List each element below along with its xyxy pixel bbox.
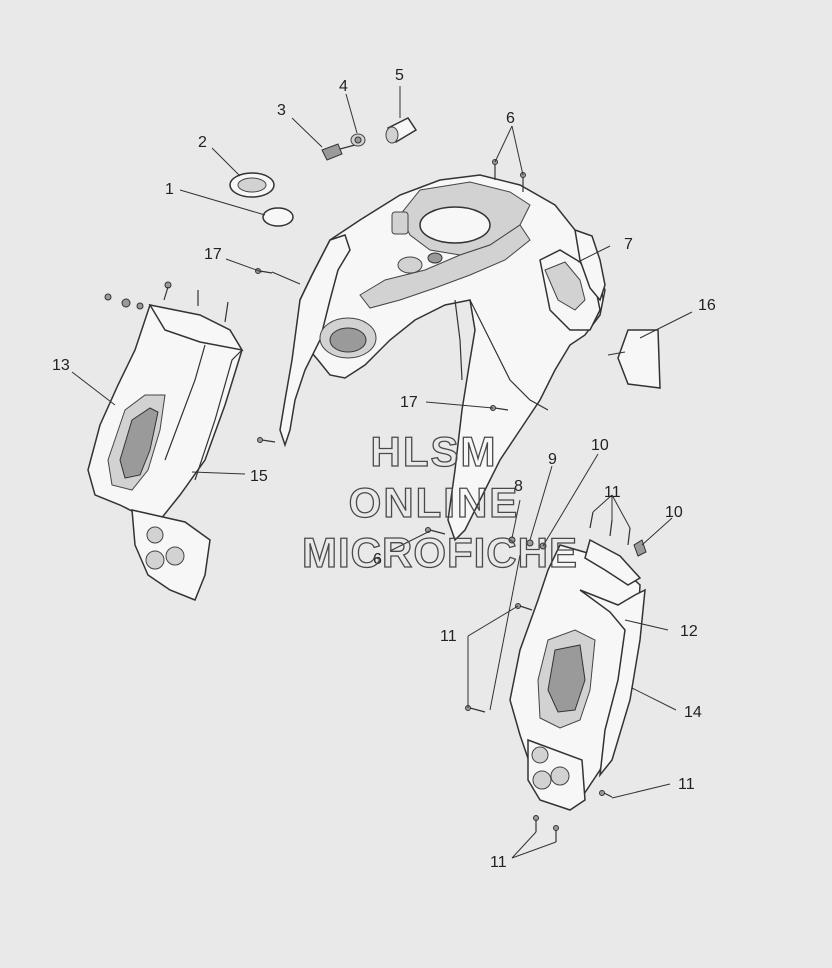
callout-11-left: 11	[440, 628, 457, 645]
screw-top-left	[492, 159, 498, 180]
nut	[350, 133, 366, 147]
callout-7: 7	[624, 236, 633, 253]
watermark-line1: HLSM	[371, 428, 498, 475]
callout-5: 5	[395, 67, 404, 84]
callout-17-left: 17	[204, 246, 222, 263]
callout-8: 8	[514, 478, 523, 495]
callout-10-right: 10	[665, 504, 683, 521]
callout-9: 9	[548, 451, 557, 468]
watermark-line3: MICROFICHE	[302, 529, 578, 576]
callout-13: 13	[52, 357, 70, 374]
callout-11-bottom: 11	[490, 854, 507, 871]
callout-16: 16	[698, 297, 716, 314]
callout-10-left: 10	[591, 437, 609, 454]
callout-11-top: 11	[604, 484, 621, 501]
left-panel-fasteners	[104, 281, 276, 443]
left-side-panel	[87, 303, 244, 601]
callout-4: 4	[339, 78, 348, 95]
callout-3: 3	[277, 102, 286, 119]
watermark-line2: ONLINE	[349, 479, 520, 526]
callout-labels: 1 2 3 4 5 6 7 16 17 17 13 15 6 8 9 10 11…	[52, 67, 716, 871]
callout-2: 2	[198, 134, 207, 151]
decal	[617, 329, 661, 389]
leader-lines	[71, 86, 693, 859]
callout-11-right: 11	[678, 776, 695, 793]
right-side-panel	[509, 538, 646, 811]
callout-6-bottom: 6	[373, 551, 382, 568]
o-ring	[262, 207, 294, 227]
power-socket	[385, 117, 418, 144]
callout-14: 14	[684, 704, 702, 721]
gauge-bezel	[229, 172, 275, 198]
callout-1: 1	[165, 181, 174, 198]
callout-15: 15	[250, 468, 268, 485]
callout-12: 12	[680, 623, 698, 640]
callout-6-top: 6	[506, 110, 515, 127]
switch-key	[321, 143, 356, 161]
watermark: HLSM ONLINE MICROFICHE	[301, 427, 578, 576]
front-cab-panel	[279, 174, 606, 542]
callout-17-right: 17	[400, 394, 418, 411]
